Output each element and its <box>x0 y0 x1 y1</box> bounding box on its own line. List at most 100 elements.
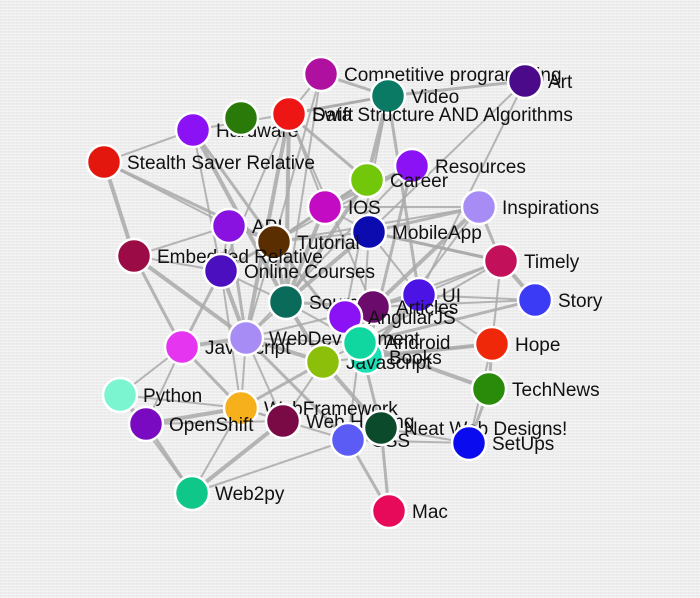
node-circle-tutorial[interactable] <box>255 223 293 261</box>
node-label-openshift: OpenShift <box>169 415 254 436</box>
node-circle-embedded[interactable] <box>115 237 153 275</box>
node-technews[interactable]: TechNews <box>470 370 600 408</box>
node-online-courses[interactable]: Online Courses <box>202 252 375 290</box>
edge-career-source <box>284 178 369 304</box>
node-label-story: Story <box>558 291 603 312</box>
node-web2py[interactable]: Web2py <box>173 474 285 512</box>
edge-hardware-online-courses <box>192 129 222 272</box>
node-css[interactable]: CSS <box>329 421 410 459</box>
edge-art-ui <box>418 80 526 296</box>
node-circle-source[interactable] <box>267 283 305 321</box>
node-openshift[interactable]: OpenShift <box>127 405 254 443</box>
edge-competitive-programming-tutorial <box>273 73 322 243</box>
node-label-web2py: Web2py <box>215 484 285 505</box>
node-circle-art[interactable] <box>506 62 544 100</box>
node-label-neat-web-designs: Neat Web Designs! <box>404 419 567 440</box>
node-circle-api[interactable] <box>210 207 248 245</box>
node-circle-stealth-saver[interactable] <box>85 143 123 181</box>
node-circle-css[interactable] <box>329 421 367 459</box>
node-circle-webframework[interactable] <box>222 389 260 427</box>
node-data-structure[interactable]: Data Structure AND Algorithms <box>270 95 573 133</box>
node-ios[interactable]: IOS <box>306 188 381 226</box>
edge-webdevelopment-books-teal <box>245 337 361 344</box>
node-label-video: Video <box>411 87 459 108</box>
node-circle-resources[interactable] <box>393 147 431 185</box>
node-circle-neat-web-designs[interactable] <box>362 409 400 447</box>
node-tutorial[interactable]: Tutorial <box>255 223 360 261</box>
node-label-swift: Swift <box>312 105 354 126</box>
node-circle-web2py[interactable] <box>173 474 211 512</box>
node-label-online-courses: Online Courses <box>244 262 375 283</box>
node-label-tutorial: Tutorial <box>297 233 360 254</box>
nodes-layer: Competitive programmingArtVideoHardwareS… <box>85 55 603 530</box>
node-circle-competitive-programming[interactable] <box>302 55 340 93</box>
node-circle-timely[interactable] <box>482 242 520 280</box>
node-art[interactable]: Art <box>506 62 573 100</box>
node-embedded[interactable]: Embedded Relative <box>115 237 323 275</box>
node-circle-ui[interactable] <box>400 276 438 314</box>
node-label-resources: Resources <box>435 157 526 178</box>
node-video[interactable]: Video <box>369 77 459 115</box>
node-career[interactable]: Career <box>348 161 449 199</box>
edge-web2py-css <box>191 439 349 494</box>
node-circle-javascript-left[interactable] <box>163 328 201 366</box>
edge-api-webdevelopment <box>227 225 248 339</box>
edge-inspirations-mobileapp <box>368 205 480 234</box>
node-circle-python[interactable] <box>101 376 139 414</box>
node-label-art: Art <box>548 72 573 93</box>
edge-openshift-web-hosting <box>145 420 284 425</box>
node-story[interactable]: Story <box>516 281 603 319</box>
node-circle-technews[interactable] <box>470 370 508 408</box>
edge-timely-mobileapp <box>368 230 502 263</box>
node-label-android: Android <box>385 333 451 354</box>
node-circle-javascript-mid[interactable] <box>304 343 342 381</box>
node-circle-books-teal[interactable] <box>341 324 379 362</box>
node-circle-openshift[interactable] <box>127 405 165 443</box>
node-circle-video[interactable] <box>369 77 407 115</box>
edge-hardware-tutorial <box>191 129 276 243</box>
node-circle-ios[interactable] <box>306 188 344 226</box>
node-label-inspirations: Inspirations <box>502 198 599 219</box>
node-label-setups: SetUps <box>492 434 554 455</box>
edge-swift-source <box>284 113 291 303</box>
edge-story-books-teal <box>359 298 536 345</box>
node-books-teal[interactable] <box>341 324 379 362</box>
node-python[interactable]: Python <box>101 376 202 414</box>
edge-embedded-webdevelopment <box>132 254 248 340</box>
node-circle-mac[interactable] <box>370 492 408 530</box>
node-circle-mobileapp[interactable] <box>350 213 388 251</box>
node-label-books: Books <box>389 348 442 369</box>
node-stealth-saver[interactable]: Stealth Saver Relative <box>85 143 315 181</box>
node-circle-webdevelopment[interactable] <box>227 319 265 357</box>
node-hope[interactable]: Hope <box>473 325 560 363</box>
node-circle-online-courses[interactable] <box>202 252 240 290</box>
node-setups[interactable]: SetUps <box>450 424 554 462</box>
node-circle-inspirations[interactable] <box>460 188 498 226</box>
node-circle-data-structure[interactable] <box>270 95 308 133</box>
node-circle-hardware-bg[interactable] <box>222 99 260 137</box>
node-hardware-bg[interactable] <box>222 99 260 137</box>
node-label-embedded: Embedded Relative <box>157 247 323 268</box>
node-label-articles: Articles <box>396 298 458 319</box>
edge-python-webframework <box>119 394 242 409</box>
node-label-angularjs: AngularJS <box>368 308 456 329</box>
node-circle-hope[interactable] <box>473 325 511 363</box>
node-circle-career[interactable] <box>348 161 386 199</box>
edge-mobileapp-android <box>361 231 370 343</box>
node-ui[interactable]: UI <box>400 276 461 314</box>
node-label-career: Career <box>390 171 449 192</box>
node-mobileapp[interactable]: MobileApp <box>350 213 482 251</box>
node-label-python: Python <box>143 386 202 407</box>
node-circle-story[interactable] <box>516 281 554 319</box>
node-resources[interactable]: Resources <box>393 147 526 185</box>
node-neat-web-designs[interactable]: Neat Web Designs! <box>362 409 567 447</box>
node-inspirations[interactable]: Inspirations <box>460 188 599 226</box>
node-mac[interactable]: Mac <box>370 492 448 530</box>
node-timely[interactable]: Timely <box>482 242 580 280</box>
node-circle-web-hosting[interactable] <box>264 402 302 440</box>
node-circle-setups[interactable] <box>450 424 488 462</box>
node-circle-hardware[interactable] <box>174 111 212 149</box>
node-articles[interactable]: Articles <box>354 288 458 326</box>
node-label-mobileapp: MobileApp <box>392 223 482 244</box>
